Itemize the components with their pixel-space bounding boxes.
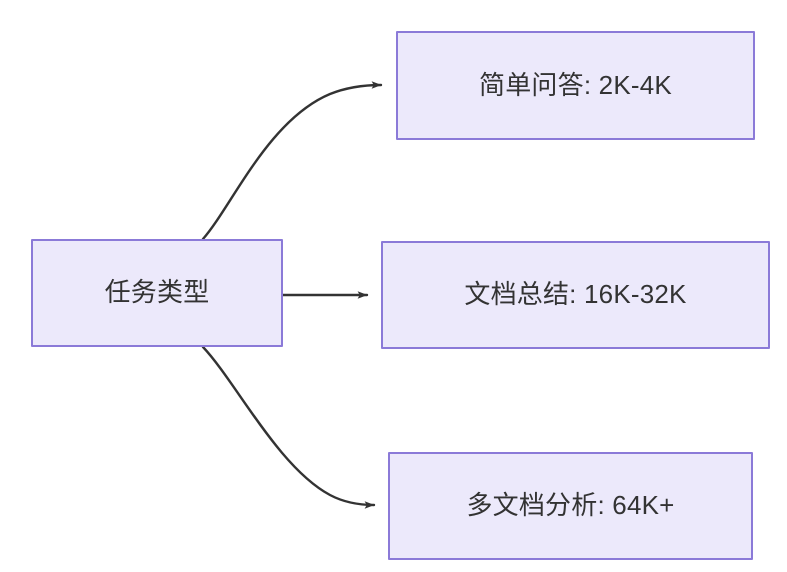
edge-to-multi-doc <box>201 345 376 509</box>
node-multi-doc-label: 多文档分析: 64K+ <box>466 490 675 521</box>
node-multi-doc[interactable]: 多文档分析: 64K+ <box>388 452 753 560</box>
node-task-type[interactable]: 任务类型 <box>31 239 283 347</box>
node-doc-summary-label: 文档总结: 16K-32K <box>464 279 687 310</box>
node-simple-qa[interactable]: 简单问答: 2K-4K <box>396 31 755 140</box>
node-doc-summary[interactable]: 文档总结: 16K-32K <box>381 241 770 349</box>
node-simple-qa-label: 简单问答: 2K-4K <box>479 69 672 100</box>
node-task-type-label: 任务类型 <box>104 277 210 308</box>
edge-to-simple-qa <box>201 81 383 241</box>
